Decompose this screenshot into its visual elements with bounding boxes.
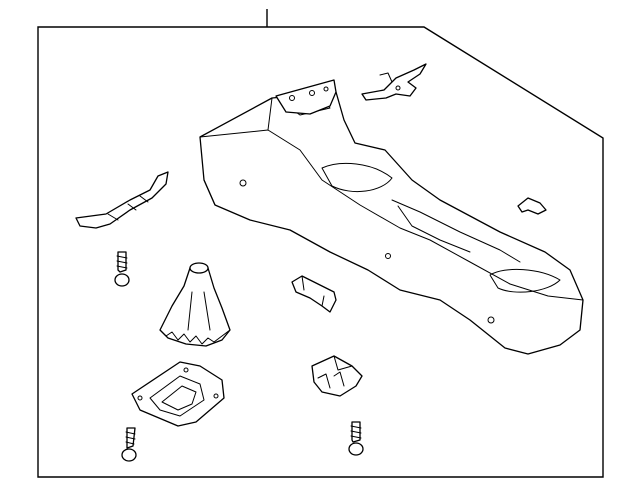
top-bracket	[275, 79, 337, 115]
center-clip	[291, 275, 337, 313]
left-bracket	[75, 171, 169, 229]
screw	[348, 421, 364, 456]
screw	[121, 427, 137, 462]
shift-boot	[159, 262, 231, 347]
lower-bracket	[311, 355, 363, 397]
right-clip	[361, 63, 427, 101]
boot-retainer-plate	[131, 361, 225, 427]
screw	[114, 251, 130, 287]
small-clip	[517, 197, 547, 215]
